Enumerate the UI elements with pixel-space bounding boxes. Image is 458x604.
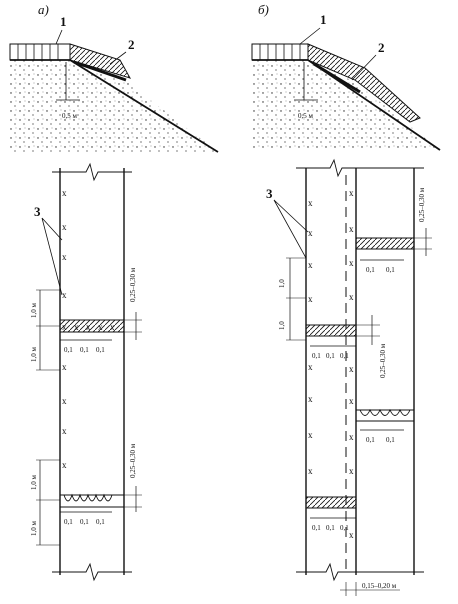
dim-b-spacing-2: 1,0 — [278, 321, 286, 330]
svg-text:x: x — [349, 224, 354, 234]
stake-marks-b: x x x x x x x x x x x x x x x x x — [308, 188, 354, 540]
svg-text:x: x — [62, 252, 67, 262]
svg-text:x: x — [349, 396, 354, 406]
svg-text:0,1: 0,1 — [96, 346, 105, 354]
rib-b-top — [355, 237, 415, 250]
svg-text:0,1: 0,1 — [326, 352, 335, 360]
dim-b-gap-top: 0,25–0,30 м — [418, 187, 426, 222]
svg-text:x: x — [62, 396, 67, 406]
svg-text:x: x — [74, 322, 79, 332]
svg-text:x: x — [349, 364, 354, 374]
callout-3: 3 — [34, 204, 41, 219]
svg-text:0,1: 0,1 — [340, 524, 349, 532]
svg-text:x: x — [62, 222, 67, 232]
svg-text:0,1: 0,1 — [64, 518, 73, 526]
svg-text:x: x — [308, 394, 313, 404]
svg-text:x: x — [308, 260, 313, 270]
svg-text:0,1: 0,1 — [96, 518, 105, 526]
stake-marks: x x x x x x x x — [62, 188, 67, 470]
svg-text:0,1: 0,1 — [326, 524, 335, 532]
dim-b-gap-mid: 0,25–0,30 м — [379, 343, 387, 378]
dim-a-spacing-1: 1,0 м — [30, 303, 38, 319]
callout-2: 2 — [128, 37, 135, 52]
svg-text:x: x — [62, 460, 67, 470]
soil-mass — [10, 60, 218, 152]
break-mark-top — [52, 162, 132, 182]
dim-b-spacing-1: 1,0 — [278, 279, 286, 288]
svg-text:x: x — [98, 322, 103, 332]
depth-label-b: 0,5 м — [298, 112, 314, 120]
callout-2-b: 2 — [378, 40, 385, 55]
svg-text:0,1: 0,1 — [64, 346, 73, 354]
svg-text:x: x — [86, 322, 91, 332]
svg-text:x: x — [308, 294, 313, 304]
soil-mass-b — [252, 60, 440, 150]
svg-text:x: x — [62, 362, 67, 372]
svg-text:x: x — [62, 290, 67, 300]
dim-a-spacing-2: 1,0 м — [30, 347, 38, 363]
svg-text:x: x — [349, 432, 354, 442]
svg-text:x: x — [62, 426, 67, 436]
svg-text:0,1: 0,1 — [386, 266, 395, 274]
svg-text:0,1: 0,1 — [80, 518, 89, 526]
svg-text:x: x — [308, 198, 313, 208]
depth-label: 0,5 м — [62, 112, 78, 120]
svg-text:0,1: 0,1 — [312, 524, 321, 532]
pavement-cells — [17, 44, 59, 60]
pavement-top — [9, 43, 71, 61]
dim-a-gap-lower: 0,25–0,30 м — [129, 443, 137, 478]
svg-text:x: x — [62, 322, 67, 332]
callout-1: 1 — [60, 14, 67, 29]
figure-b-section: б) 0,5 м 1 2 — [251, 2, 441, 151]
svg-text:x: x — [349, 188, 354, 198]
svg-text:0,1: 0,1 — [366, 436, 375, 444]
svg-text:x: x — [349, 530, 354, 540]
svg-text:0,1: 0,1 — [386, 436, 395, 444]
dim-a-gap-upper: 0,25–0,30 м — [129, 267, 137, 302]
svg-text:0,1: 0,1 — [366, 266, 375, 274]
callout-1-b: 1 — [320, 12, 327, 27]
svg-text:x: x — [349, 466, 354, 476]
rib-b-right — [355, 409, 415, 422]
svg-text:x: x — [308, 466, 313, 476]
svg-text:0,1: 0,1 — [312, 352, 321, 360]
svg-text:x: x — [308, 228, 313, 238]
figure-a-label: а) — [38, 2, 49, 17]
break-mark-bottom — [52, 562, 132, 582]
rib-b-mid — [305, 324, 357, 337]
slope-pavement — [69, 43, 132, 79]
svg-text:x: x — [349, 292, 354, 302]
svg-text:x: x — [308, 430, 313, 440]
figure-b-label: б) — [258, 2, 269, 17]
rib-lower — [59, 494, 125, 508]
svg-text:x: x — [62, 188, 67, 198]
slope-filter-layer — [73, 60, 127, 82]
figure-a-section: а) 0,5 м 1 2 — [9, 2, 219, 153]
dim-a-spacing-3: 1,0 м — [30, 475, 38, 491]
svg-text:0,1: 0,1 — [80, 346, 89, 354]
rib-b-low — [305, 496, 357, 509]
svg-text:x: x — [110, 322, 115, 332]
slope-pavement-b — [307, 43, 421, 123]
figure-b-plan: x x x x x x x x x x x x x x x x x 3 0,1 0,1 0,1 0,1… — [266, 158, 432, 596]
callout-3-b: 3 — [266, 186, 273, 201]
svg-text:0,1: 0,1 — [340, 352, 349, 360]
slope-filter-layer-b — [313, 62, 361, 94]
dim-a-spacing-4: 1,0 м — [30, 521, 38, 537]
dim-b-gap-bottom: 0,15–0,20 м — [362, 582, 397, 590]
svg-text:x: x — [308, 362, 313, 372]
svg-text:x: x — [349, 258, 354, 268]
